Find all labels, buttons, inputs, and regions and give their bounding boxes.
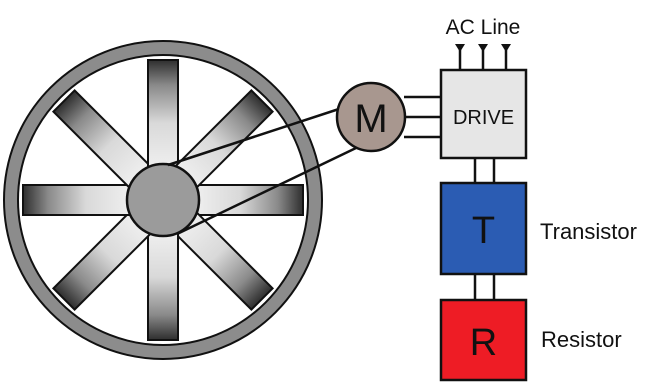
belt-line-top — [167, 106, 343, 167]
transistor-caption: Transistor — [540, 219, 637, 244]
transistor-block: T Transistor — [439, 181, 637, 276]
fan — [3, 40, 323, 360]
drive-label: DRIVE — [453, 107, 514, 129]
drive-block: DRIVE — [439, 68, 528, 160]
belt-line-bottom — [176, 146, 357, 236]
resistor-block-label: R — [470, 322, 497, 364]
motor-label: M — [354, 97, 387, 141]
resistor-caption: Resistor — [541, 327, 622, 352]
ac-arrow-icon — [478, 44, 488, 52]
ac-arrow-icon — [501, 44, 511, 52]
fan-hub — [125, 162, 201, 238]
motor: M — [335, 81, 407, 153]
transistor-box — [439, 181, 528, 276]
ac-line-label: AC Line — [446, 16, 521, 39]
belt — [167, 106, 357, 236]
drive-box — [439, 68, 528, 160]
ac-arrow-icon — [455, 44, 465, 52]
motor-circle — [335, 81, 407, 153]
ac-line: AC Line — [446, 16, 521, 70]
resistor-block: R Resistor — [439, 298, 622, 382]
motor-drive-wires — [404, 95, 441, 139]
resistor-box — [439, 298, 528, 382]
transistor-block-label: T — [472, 210, 495, 252]
fan-ring-fill — [5, 42, 321, 358]
